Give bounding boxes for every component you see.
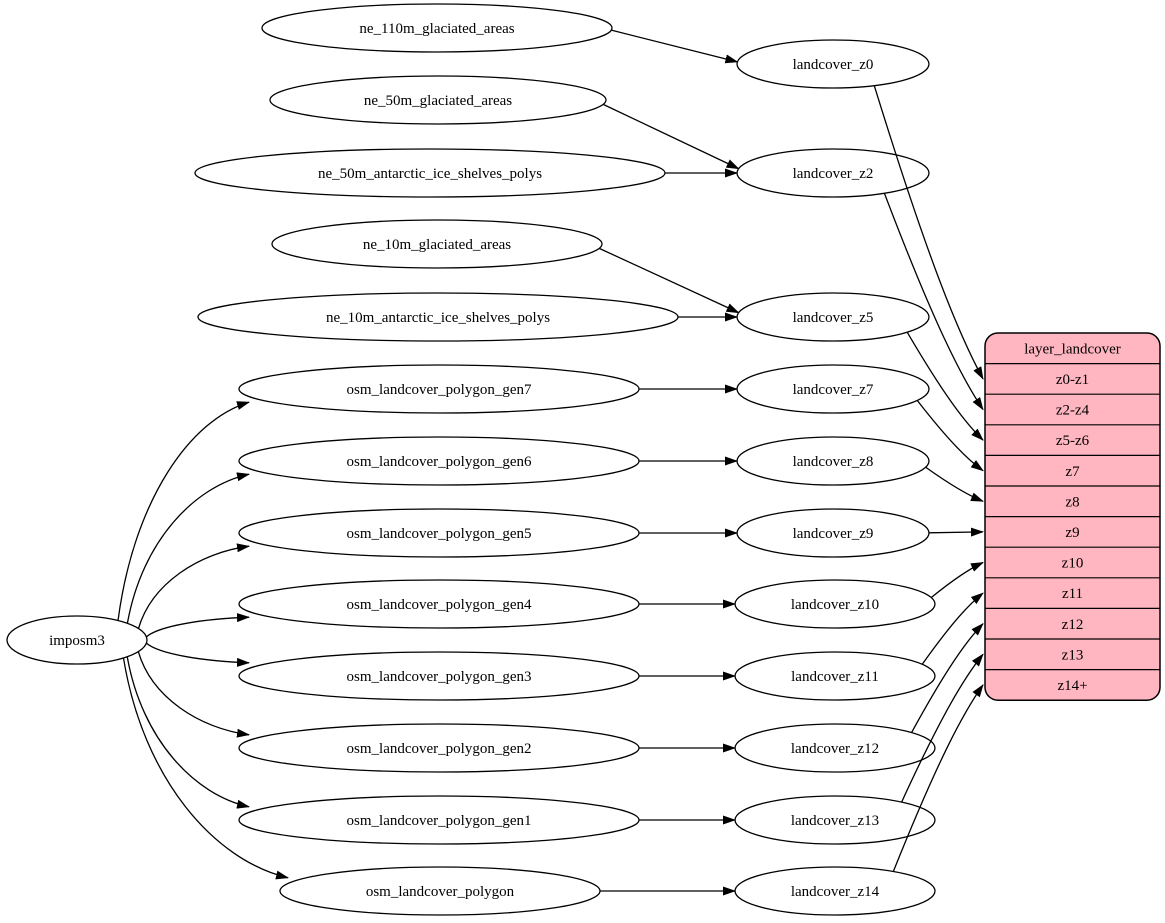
- node-label-ne110: ne_110m_glaciated_areas: [359, 21, 514, 37]
- node-label-z9: landcover_z9: [793, 526, 874, 542]
- edge-z12-to-row-8: [911, 622, 984, 733]
- node-gen7: osm_landcover_polygon_gen7: [238, 364, 640, 414]
- node-label-gen5: osm_landcover_polygon_gen5: [347, 526, 532, 542]
- record-node-layer_landcover: layer_landcover z0-z1 z2-z4 z5-z6 z7 z8 z9 z10 z…: [984, 332, 1161, 701]
- edge-z11-to-row-7: [921, 592, 984, 665]
- edge-z14-to-row-10: [892, 684, 984, 872]
- record-row-z10: z10: [1062, 556, 1084, 572]
- node-z9: landcover_z9: [736, 508, 930, 558]
- edge-z2-to-row-1: [883, 193, 984, 411]
- record-row-z2-z4: z2-z4: [1056, 403, 1090, 419]
- node-ellipse-imposm3: [6, 615, 148, 665]
- node-label-gen4: osm_landcover_polygon_gen4: [347, 597, 532, 613]
- node-z8: landcover_z8: [736, 436, 930, 486]
- node-imposm3: imposm3: [6, 615, 148, 665]
- node-ne50a: ne_50m_antarctic_ice_shelves_polys: [194, 148, 666, 198]
- node-gen3: osm_landcover_polygon_gen3: [238, 651, 640, 701]
- record-row-z5-z6: z5-z6: [1056, 433, 1090, 449]
- node-z11: landcover_z11: [734, 651, 936, 701]
- node-poly: osm_landcover_polygon: [279, 866, 601, 916]
- record-row-z11: z11: [1062, 586, 1083, 602]
- edge-z0-to-row-0: [873, 85, 984, 380]
- edge-imposm3-to-gen3: [145, 642, 250, 667]
- edge-imposm3-to-poly: [122, 657, 289, 880]
- node-label-gen6: osm_landcover_polygon_gen6: [347, 454, 532, 470]
- node-gen4: osm_landcover_polygon_gen4: [238, 579, 640, 629]
- edge-ne110-to-z0: [611, 29, 739, 64]
- node-gen2: osm_landcover_polygon_gen2: [238, 723, 640, 773]
- node-label-gen2: osm_landcover_polygon_gen2: [347, 741, 532, 757]
- node-label-gen3: osm_landcover_polygon_gen3: [347, 669, 532, 685]
- edge-ne10g-to-z5: [598, 247, 740, 314]
- record-row-z7: z7: [1065, 464, 1080, 480]
- node-label-z11: landcover_z11: [791, 669, 879, 685]
- record-header: layer_landcover: [1024, 341, 1121, 357]
- node-label-z2: landcover_z2: [793, 166, 874, 182]
- edge-ne50g-to-z2: [602, 103, 740, 170]
- node-label-z0: landcover_z0: [793, 57, 874, 73]
- record-row-z12: z12: [1062, 617, 1084, 633]
- node-label-imposm3: imposm3: [49, 633, 105, 649]
- node-ne10a: ne_10m_antarctic_ice_shelves_polys: [197, 292, 679, 342]
- node-z12: landcover_z12: [734, 723, 936, 773]
- edge-imposm3-to-gen1: [126, 656, 250, 809]
- record-row-z14+: z14+: [1057, 678, 1087, 694]
- node-z13: landcover_z13: [734, 795, 936, 845]
- node-ellipse-z0: [736, 39, 930, 89]
- node-z7: landcover_z7: [736, 364, 930, 414]
- node-label-z5: landcover_z5: [793, 310, 874, 326]
- node-label-z14: landcover_z14: [791, 884, 880, 900]
- node-ne50g: ne_50m_glaciated_areas: [269, 75, 607, 125]
- node-label-poly: osm_landcover_polygon: [366, 884, 515, 900]
- node-label-ne50a: ne_50m_antarctic_ice_shelves_polys: [318, 166, 542, 182]
- record-row-z8: z8: [1065, 494, 1079, 510]
- node-ne10g: ne_10m_glaciated_areas: [271, 219, 603, 269]
- node-gen5: osm_landcover_polygon_gen5: [238, 508, 640, 558]
- node-z2: landcover_z2: [736, 148, 930, 198]
- node-label-z10: landcover_z10: [791, 597, 879, 613]
- record-row-z13: z13: [1062, 647, 1084, 663]
- node-label-ne50g: ne_50m_glaciated_areas: [364, 93, 512, 109]
- edge-imposm3-to-gen7: [117, 401, 250, 621]
- node-label-gen1: osm_landcover_polygon_gen1: [347, 813, 532, 829]
- edge-imposm3-to-gen4: [145, 613, 250, 638]
- edge-z7-to-row-3: [916, 400, 984, 472]
- node-gen6: osm_landcover_polygon_gen6: [238, 436, 640, 486]
- edge-imposm3-to-gen2: [137, 651, 250, 738]
- node-label-gen7: osm_landcover_polygon_gen7: [347, 382, 532, 398]
- edge-z5-to-row-2: [906, 331, 984, 441]
- record-row-z0-z1: z0-z1: [1056, 372, 1089, 388]
- node-ellipse-ne110: [261, 3, 613, 53]
- node-gen1: osm_landcover_polygon_gen1: [238, 795, 640, 845]
- node-label-ne10g: ne_10m_glaciated_areas: [363, 237, 511, 253]
- edge-z10-to-row-6: [930, 561, 984, 599]
- edge-z13-to-row-9: [901, 653, 984, 803]
- node-label-z7: landcover_z7: [793, 382, 874, 398]
- node-z14: landcover_z14: [734, 866, 936, 916]
- node-z10: landcover_z10: [734, 579, 936, 629]
- node-label-z8: landcover_z8: [793, 454, 874, 470]
- node-ne110: ne_110m_glaciated_areas: [261, 3, 613, 53]
- node-z5: landcover_z5: [736, 292, 930, 342]
- node-label-z13: landcover_z13: [791, 813, 879, 829]
- record-row-z9: z9: [1065, 525, 1079, 541]
- node-label-ne10a: ne_10m_antarctic_ice_shelves_polys: [326, 310, 550, 326]
- edge-imposm3-to-gen5: [137, 543, 250, 629]
- node-ellipse-ne10g: [271, 219, 603, 269]
- edge-z9-to-row-5: [928, 527, 984, 537]
- node-ellipse-ne50g: [269, 75, 607, 125]
- edge-imposm3-to-gen6: [126, 472, 250, 624]
- node-label-z12: landcover_z12: [791, 741, 879, 757]
- edge-z8-to-row-4: [925, 466, 984, 502]
- node-z0: landcover_z0: [736, 39, 930, 89]
